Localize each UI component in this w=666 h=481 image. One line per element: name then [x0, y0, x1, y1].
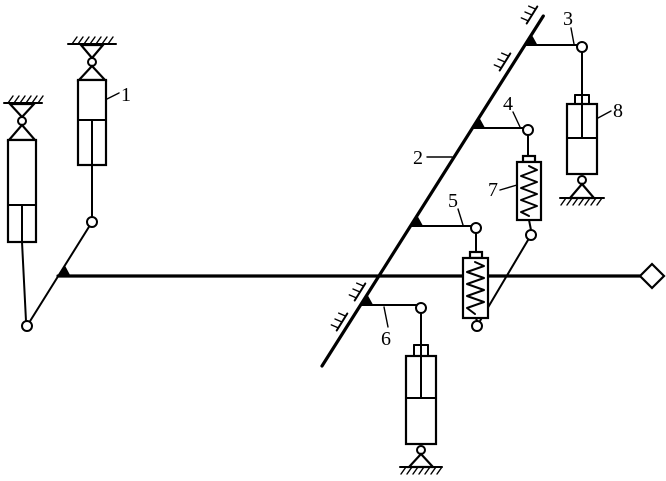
ground-support: [3, 95, 44, 104]
pin-spring-lower-bottom: [471, 320, 483, 332]
pin-arm-3: [576, 41, 588, 53]
pin-arm-4: [522, 124, 534, 136]
pin-arm-5: [470, 222, 482, 234]
ground-support: [399, 466, 443, 475]
joint-gussets: [57, 34, 538, 306]
cylinder-6: [399, 312, 443, 475]
label-1: 1: [121, 84, 131, 106]
gusset-arm-3: [524, 34, 538, 46]
inclined-bar-2: [320, 14, 545, 368]
label-7: 7: [488, 179, 498, 201]
gusset-left-link: [57, 265, 71, 277]
left-cylinder: [3, 95, 44, 322]
gusset-arm-5: [410, 215, 423, 227]
spring-7: [515, 134, 543, 231]
horizontal-bar: [56, 262, 666, 290]
label-5: 5: [448, 190, 458, 212]
guide-top-upper: [520, 5, 539, 25]
sliding-guides: [330, 5, 539, 332]
label-6: 6: [381, 328, 391, 350]
label-2: 2: [413, 147, 423, 169]
gusset-arm-6: [360, 294, 374, 306]
label-4: 4: [503, 93, 513, 115]
pin-arm-6: [415, 302, 427, 314]
ground-support: [559, 197, 605, 206]
label-3: 3: [563, 8, 573, 30]
guide-top-lower: [493, 52, 512, 72]
part-labels: 1 2 3 4 5 6 7 8: [121, 8, 623, 350]
pin-joints: [21, 41, 588, 332]
cylinder-8: [559, 51, 605, 206]
label-8: 8: [613, 100, 623, 122]
gusset-arm-4: [472, 117, 485, 129]
diamond-end: [638, 262, 666, 290]
leader-lines: [106, 27, 612, 328]
spring-lower: [461, 232, 490, 322]
cylinder-1: [67, 36, 117, 218]
pin-spring-7-bottom: [525, 229, 537, 241]
pin-left-bottom: [21, 320, 33, 332]
guide-bottom-lower: [330, 312, 349, 332]
pin-cylinder-1-rod: [86, 216, 98, 228]
ground-support: [67, 36, 117, 45]
guide-bottom-upper: [348, 282, 367, 302]
